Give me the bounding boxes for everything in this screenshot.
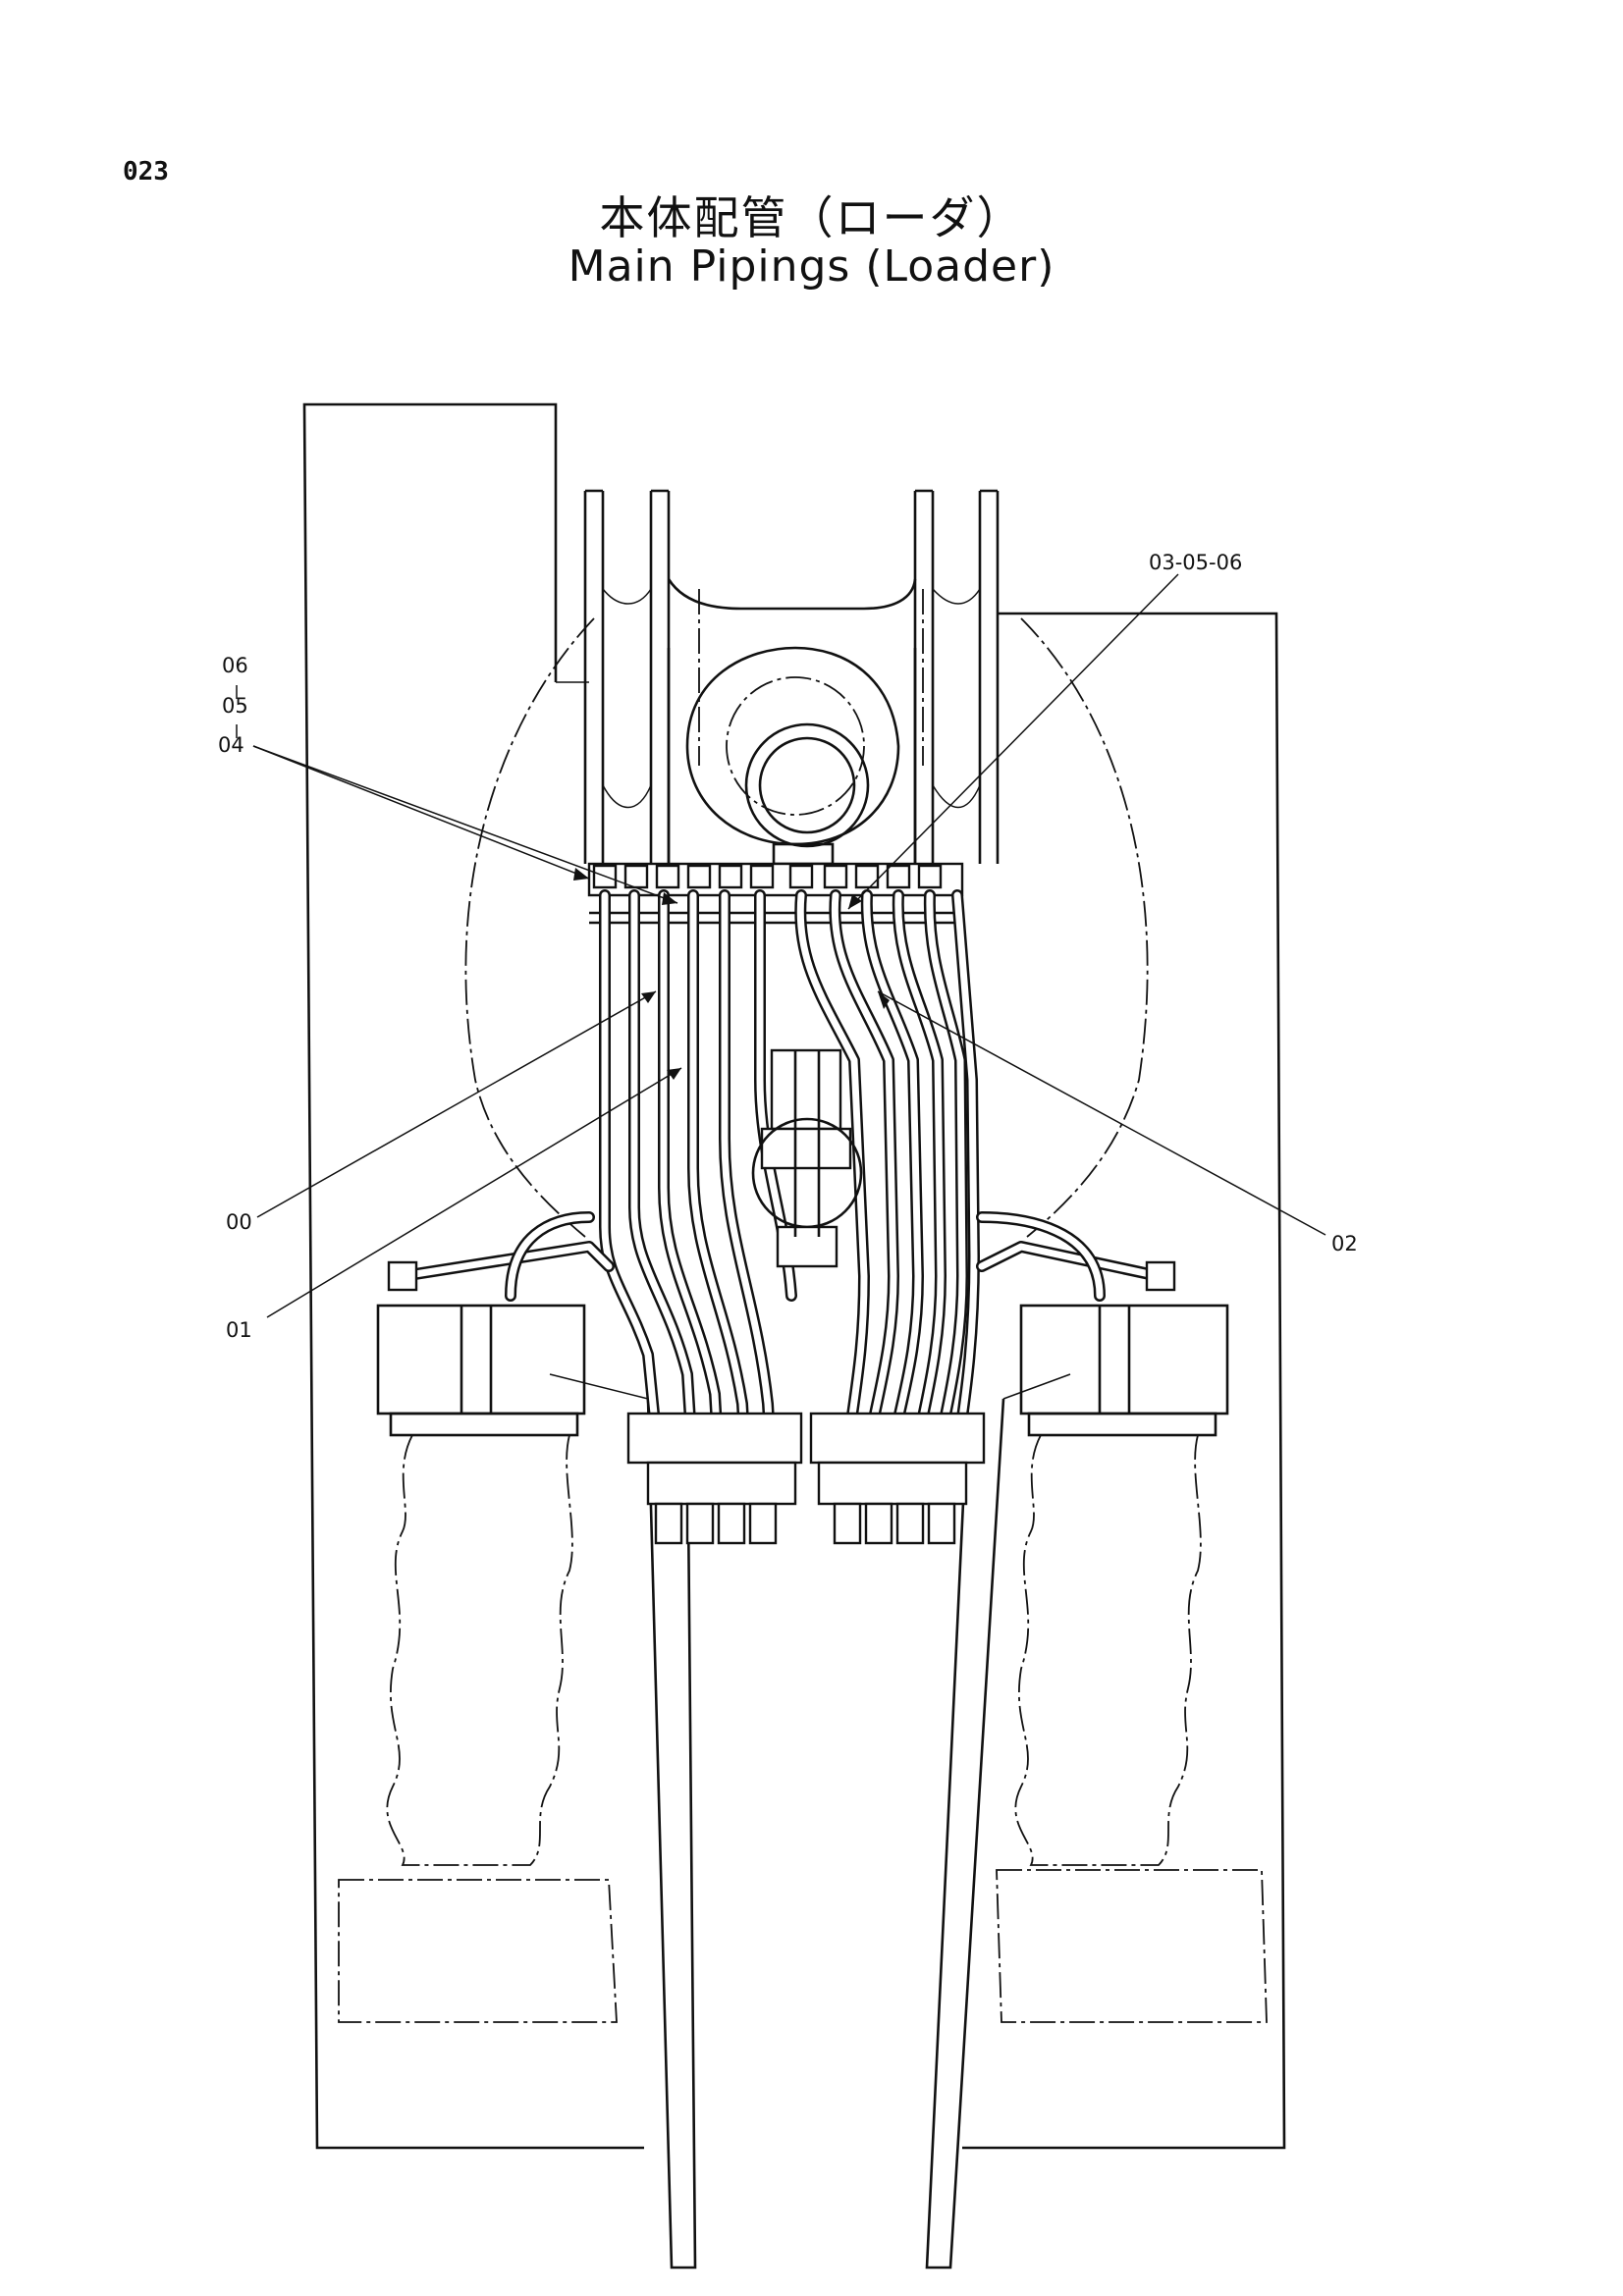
callout-02: 02 — [1331, 1232, 1358, 1255]
control-valves — [626, 1412, 986, 1545]
left-motor — [338, 1304, 618, 2023]
callout-04: 04 — [218, 733, 244, 757]
pipes-right — [794, 889, 980, 1478]
leader-lines — [236, 573, 1326, 1318]
callout-06: 06 — [222, 654, 248, 677]
callout-03-05-06: 03-05-06 — [1149, 551, 1242, 574]
callout-00: 00 — [226, 1210, 252, 1234]
page-number: 023 — [123, 157, 169, 187]
pipe-clamp-row — [587, 862, 964, 925]
right-motor — [996, 1304, 1268, 2023]
callout-01: 01 — [226, 1318, 252, 1342]
boom-brackets — [583, 489, 1000, 866]
title-japanese: 本体配管（ローダ） — [599, 191, 1024, 244]
side-arms — [387, 1211, 1176, 1302]
phantom-outline — [464, 589, 1149, 1238]
title-english: Main Pipings (Loader) — [568, 241, 1055, 292]
callout-05: 05 — [222, 694, 248, 718]
lower-frame-rails — [549, 1373, 1071, 2269]
frame-outline — [302, 402, 1286, 2150]
pipes-left — [599, 889, 797, 1478]
center-valve — [751, 1048, 863, 1268]
